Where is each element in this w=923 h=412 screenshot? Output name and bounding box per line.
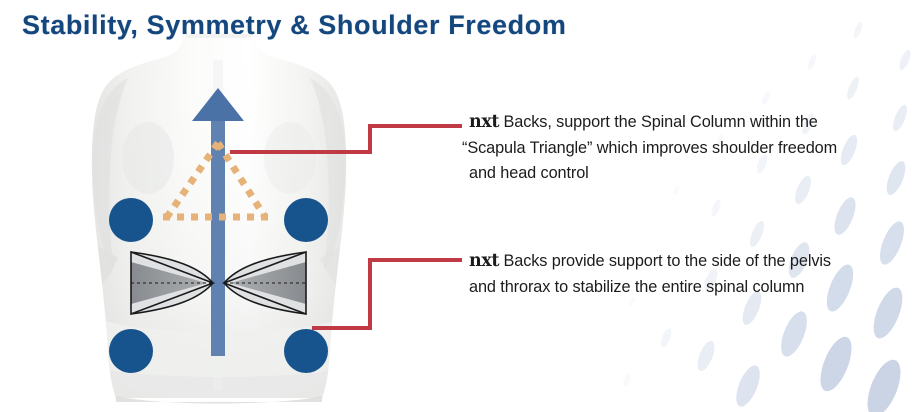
callout-bottom-line-1-text: Backs provide support to the side of the…	[503, 252, 831, 270]
left-lateral-support-wedge	[130, 250, 216, 316]
callout-text-bottom: nxt Backs provide support to the side of…	[469, 249, 909, 300]
upper-left-pad	[109, 198, 153, 242]
leader-line-bottom	[312, 258, 462, 330]
callout-text-top: nxt Backs, support the Spinal Column wit…	[462, 110, 909, 187]
upper-right-pad	[284, 198, 328, 242]
callout-bottom-line-1: nxt Backs provide support to the side of…	[469, 249, 909, 275]
page-title: Stability, Symmetry & Shoulder Freedom	[22, 10, 567, 40]
scapula-triangle	[163, 141, 269, 221]
callout-top-line-2: “Scapula Triangle” which improves should…	[462, 138, 838, 157]
spine-arrow-icon	[192, 88, 244, 356]
right-lateral-support-wedge	[221, 250, 307, 316]
lower-left-pad	[109, 329, 153, 373]
callout-top-line-1: nxt Backs, support the Spinal Column wit…	[469, 110, 909, 136]
callout-top-line-1-text: Backs, support the Spinal Column within …	[503, 113, 818, 131]
callout-bottom-line-2: and throrax to stabilize the entire spin…	[469, 277, 805, 296]
leader-line-top	[230, 124, 462, 154]
lower-right-pad	[284, 329, 328, 373]
callout-top-line-3: and head control	[469, 164, 589, 182]
nxt-brand-wordmark: nxt	[469, 112, 500, 132]
nxt-brand-wordmark-2: nxt	[469, 251, 500, 271]
